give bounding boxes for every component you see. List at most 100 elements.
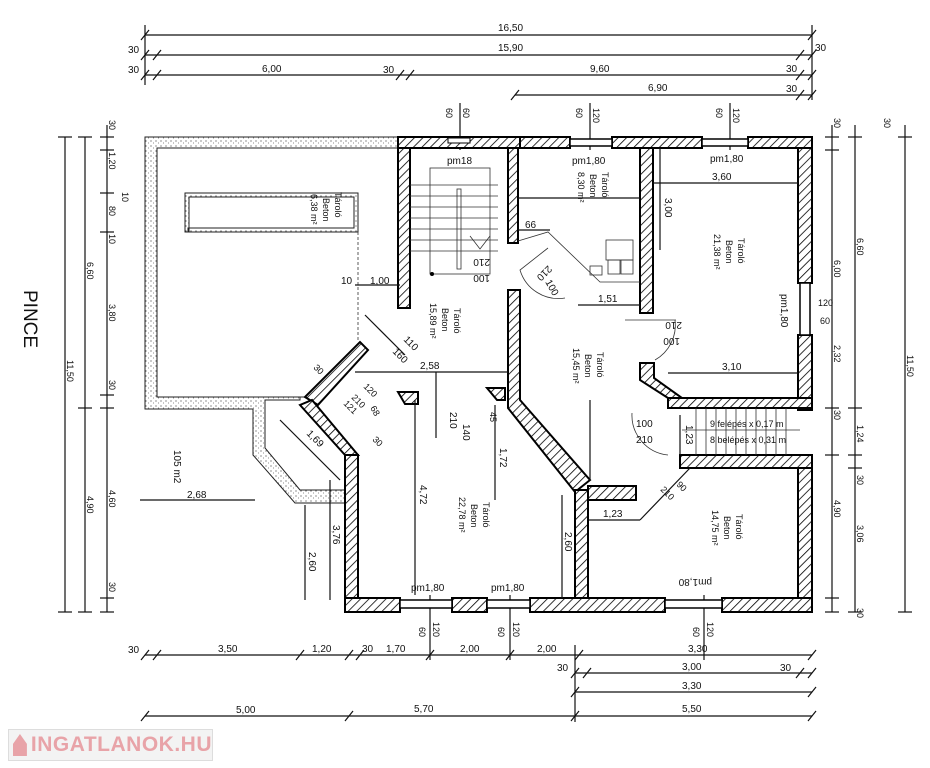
dim-label: 2,68 xyxy=(187,490,207,501)
dim-label: 30 xyxy=(128,65,140,76)
dim-label: 210 xyxy=(665,319,682,330)
dim-label: 100 xyxy=(542,278,560,298)
staircase-upper xyxy=(410,167,498,276)
stairs-label: 8 belépés x 0,31 m xyxy=(710,435,786,445)
opening-label: 120 xyxy=(431,622,441,637)
room-area: 8,30 m² xyxy=(576,172,586,203)
room-area: 22,78 m² xyxy=(457,497,467,533)
dim-label: 1,24 xyxy=(855,425,865,443)
room-floor: Beton xyxy=(722,516,732,540)
dim-label: 30 xyxy=(832,118,842,128)
opening-label: 60 xyxy=(461,108,471,118)
dim-label: 100 xyxy=(636,419,653,430)
dim-label: 210 xyxy=(636,435,653,446)
dim-label: 2,32 xyxy=(832,345,842,363)
dim-label: 30 xyxy=(832,410,842,420)
room-area: 14,75 m² xyxy=(710,510,720,546)
dim-label: 30 xyxy=(855,608,865,618)
room-name: Tároló xyxy=(736,238,746,264)
total-area-label: 105 m2 xyxy=(171,450,182,484)
dim-label: 5,70 xyxy=(414,704,434,715)
bottom-dimension-lines: 30 3,50 1,20 30 1,70 2,00 2,00 3,30 30 3… xyxy=(128,595,817,722)
dim-label: 6,90 xyxy=(648,83,668,94)
dim-label: 30 xyxy=(128,45,140,56)
opening-label: 60 xyxy=(417,627,427,637)
boiler-fixtures xyxy=(517,231,640,283)
house-icon xyxy=(13,734,27,756)
dim-label: 120 xyxy=(818,298,833,308)
top-dimension-lines: 16,50 30 15,90 30 30 6,00 30 9,60 30 6,9… xyxy=(128,23,827,150)
room-name: Tároló xyxy=(600,172,610,198)
dim-label: 30 xyxy=(107,380,117,390)
dim-label: 30 xyxy=(128,645,140,656)
opening-label: 120 xyxy=(591,108,601,123)
dim-label: 140 xyxy=(460,424,471,441)
window xyxy=(486,599,531,609)
dim-label: 11,50 xyxy=(65,360,75,382)
dim-label: 15,90 xyxy=(498,43,523,54)
dim-label: 4,90 xyxy=(832,500,842,518)
left-dimension-lines: 30 1,20 10 80 10 6,60 3,80 11,50 30 4,60… xyxy=(58,120,130,613)
dim-label: 160 xyxy=(390,346,410,366)
room-21-38: Tároló Beton 21,38 m² xyxy=(712,234,746,270)
room-area: 21,38 m² xyxy=(712,234,722,270)
dim-label: 10 xyxy=(107,234,117,244)
dim-label: 11,50 xyxy=(905,355,915,377)
room-floor: Beton xyxy=(469,504,479,528)
room-name: Tároló xyxy=(734,514,744,540)
dim-label: 1,51 xyxy=(598,294,618,305)
window xyxy=(664,599,723,609)
stairs-label: 9 felépés x 0,17 m xyxy=(710,419,784,429)
dim-label: 120 xyxy=(362,381,380,399)
room-floor: Beton xyxy=(724,240,734,264)
dim-label: 3,00 xyxy=(682,662,702,673)
window-labels: pm18 pm1,80 pm1,80 pm1,80 pm1,80 pm1,80 … xyxy=(411,154,789,594)
dim-label: 2,60 xyxy=(306,552,317,572)
window-label: pm18 xyxy=(447,156,472,167)
room-22-78: Tároló Beton 22,78 m² xyxy=(457,497,491,533)
room-name: Tároló xyxy=(481,502,491,528)
room-name: Tároló xyxy=(333,192,343,218)
dim-label: 6,00 xyxy=(832,260,842,278)
dim-label: 3,00 xyxy=(662,198,673,218)
dim-label: 10 xyxy=(120,192,130,202)
opening-label: 120 xyxy=(731,108,741,123)
dim-label: 5,00 xyxy=(236,705,256,716)
dim-label: 1,70 xyxy=(386,644,406,655)
dim-label: 1,00 xyxy=(370,276,390,287)
window-label: pm1,80 xyxy=(491,583,525,594)
window xyxy=(701,138,749,147)
room-14-75: Tároló Beton 14,75 m² xyxy=(710,510,744,546)
dim-label: 3,30 xyxy=(688,644,708,655)
opening-label: 120 xyxy=(511,622,521,637)
dim-label: 80 xyxy=(107,206,117,216)
window xyxy=(399,599,453,609)
inner-dimension-lines xyxy=(140,148,798,600)
dim-label: 3,50 xyxy=(218,644,238,655)
dim-label: 3,76 xyxy=(330,525,341,545)
dim-label: 1,23 xyxy=(603,509,623,520)
dim-label: 9,60 xyxy=(590,64,610,75)
dim-label: 5,50 xyxy=(682,704,702,715)
dim-label: 210 xyxy=(473,256,490,267)
room-area: 15,45 m² xyxy=(571,348,581,384)
window-label: pm1,80 xyxy=(411,583,445,594)
dim-label: 3,80 xyxy=(107,304,117,322)
dim-label: 6,00 xyxy=(262,64,282,75)
dim-label: 30 xyxy=(882,118,892,128)
dim-label: 2,58 xyxy=(420,361,440,372)
dim-label: 10 xyxy=(341,276,353,287)
opening-label: 60 xyxy=(496,627,506,637)
dim-label: 66 xyxy=(525,220,537,231)
room-15-45: Tároló Beton 15,45 m² xyxy=(571,348,605,384)
dim-label: 4,90 xyxy=(85,496,95,514)
dim-label: 30 xyxy=(362,644,374,655)
floor-title: PINCE xyxy=(19,290,40,348)
room-name: Tároló xyxy=(452,308,462,334)
dim-label: 30 xyxy=(371,434,385,448)
dim-label: 4,60 xyxy=(107,490,117,508)
dim-label: 6,60 xyxy=(855,238,865,256)
dim-label: 68 xyxy=(368,404,382,418)
watermark-logo: INGATLANOK.HU xyxy=(8,729,213,761)
dim-label: 210 xyxy=(447,412,458,429)
